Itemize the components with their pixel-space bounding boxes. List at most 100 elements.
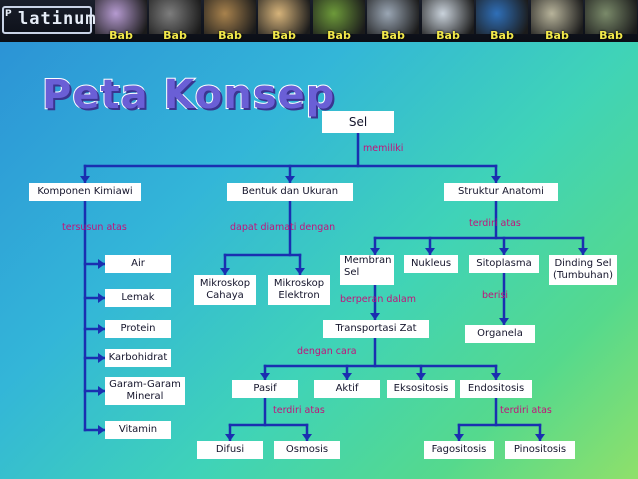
arrowhead <box>578 248 588 255</box>
chapter-thumbnail-image <box>95 0 147 34</box>
logo-side-letter: P <box>5 9 12 19</box>
node-pasif: Pasif <box>232 380 298 398</box>
platinum-logo[interactable]: P latinum <box>2 6 96 34</box>
arrowhead <box>98 293 105 303</box>
chapter-tab-label: Bab <box>381 29 405 42</box>
chapter-thumbnail-image <box>313 0 365 34</box>
node-organela: Organela <box>465 325 535 343</box>
garam-line1: Garam-Garam <box>109 379 181 390</box>
node-lemak: Lemak <box>105 289 171 307</box>
arrowhead <box>499 248 509 255</box>
node-garam-garam-mineral: Garam-Garam Mineral <box>105 377 185 405</box>
chapter-tab-9[interactable]: Bab <box>531 0 583 42</box>
chapter-tab-label: Bab <box>163 29 187 42</box>
arrowhead <box>98 259 105 269</box>
arrowhead <box>295 268 305 275</box>
mikroskop-elektron-line1: Mikroskop <box>273 278 325 289</box>
membran-line1: Membran <box>344 255 392 266</box>
chapter-tab-1[interactable]: Bab <box>95 0 147 42</box>
node-air: Air <box>105 255 171 273</box>
chapter-tab-label: Bab <box>436 29 460 42</box>
chapter-tab-label: Bab <box>272 29 296 42</box>
dinding-line1: Dinding Sel <box>554 258 612 269</box>
node-endositosis: Endositosis <box>460 380 532 398</box>
node-difusi: Difusi <box>197 441 263 459</box>
node-struktur-anatomi: Struktur Anatomi <box>444 183 558 201</box>
chapter-tab-8[interactable]: Bab <box>476 0 528 42</box>
node-membran-sel: Membran Sel <box>340 255 394 285</box>
link-dapat-diamati-dengan: dapat diamati dengan <box>230 222 336 233</box>
chapter-tab-5[interactable]: Bab <box>313 0 365 42</box>
node-protein: Protein <box>105 320 171 338</box>
node-aktif: Aktif <box>314 380 380 398</box>
link-memiliki: memiliki <box>363 143 404 154</box>
page-title: Peta Konsep <box>41 71 336 119</box>
chapter-tab-4[interactable]: Bab <box>258 0 310 42</box>
arrowhead <box>454 434 464 441</box>
logo-frame <box>2 6 92 34</box>
chapter-thumbnail-image <box>531 0 583 34</box>
node-karbohidrat: Karbohidrat <box>105 349 171 367</box>
node-mikroskop-cahaya: Mikroskop Cahaya <box>194 275 256 305</box>
node-sitoplasma: Sitoplasma <box>469 255 539 273</box>
mikroskop-cahaya-line1: Mikroskop <box>199 278 251 289</box>
chapter-thumbnail-image <box>476 0 528 34</box>
arrowhead <box>98 386 105 396</box>
chapter-tab-7[interactable]: Bab <box>422 0 474 42</box>
link-dengan-cara: dengan cara <box>297 346 357 357</box>
arrowhead <box>220 268 230 275</box>
arrowhead <box>416 373 426 380</box>
link-berperan-dalam: berperan dalam <box>340 294 416 305</box>
chapter-tab-label: Bab <box>490 29 514 42</box>
arrowhead <box>491 176 501 183</box>
chapter-tab-10[interactable]: Bab <box>585 0 637 42</box>
link-tersusun-atas: tersusun atas <box>62 222 127 233</box>
node-nukleus: Nukleus <box>404 255 458 273</box>
chapter-thumbnail-image <box>258 0 310 34</box>
node-mikroskop-elektron: Mikroskop Elektron <box>268 275 330 305</box>
arrowhead <box>285 176 295 183</box>
mikroskop-cahaya-line2: Cahaya <box>206 290 244 301</box>
logo-text: latinum <box>18 9 97 29</box>
arrowhead <box>302 434 312 441</box>
chapter-tab-3[interactable]: Bab <box>204 0 256 42</box>
chapter-tab-label: Bab <box>327 29 351 42</box>
node-vitamin: Vitamin <box>105 421 171 439</box>
chapter-thumbnail-image <box>204 0 256 34</box>
node-pinositosis: Pinositosis <box>505 441 575 459</box>
chapter-tab-label: Bab <box>545 29 569 42</box>
node-fagositosis: Fagositosis <box>424 441 494 459</box>
arrowhead <box>98 425 105 435</box>
node-osmosis: Osmosis <box>274 441 340 459</box>
mikroskop-elektron-line2: Elektron <box>278 290 320 301</box>
arrowhead <box>98 353 105 363</box>
dinding-line2: (Tumbuhan) <box>553 270 613 281</box>
chapter-thumbnail-image <box>422 0 474 34</box>
arrowhead <box>260 373 270 380</box>
arrowhead <box>535 434 545 441</box>
arrowhead <box>491 373 501 380</box>
arrowhead <box>80 176 90 183</box>
link-terdiri-atas-endositosis: terdiri atas <box>500 405 552 416</box>
node-eksositosis: Eksositosis <box>387 380 455 398</box>
node-bentuk-dan-ukuran: Bentuk dan Ukuran <box>227 183 353 201</box>
arrowhead <box>342 373 352 380</box>
garam-line2: Mineral <box>126 391 164 402</box>
chapter-tab-6[interactable]: Bab <box>367 0 419 42</box>
node-dinding-sel: Dinding Sel (Tumbuhan) <box>549 255 617 285</box>
node-komponen-kimiawi: Komponen Kimiawi <box>29 183 141 201</box>
link-berisi: berisi <box>482 290 509 301</box>
node-sel: Sel <box>322 111 394 133</box>
chapter-tab-2[interactable]: Bab <box>149 0 201 42</box>
arrowhead <box>370 313 380 320</box>
arrowhead <box>370 248 380 255</box>
chapter-thumbnail-image <box>367 0 419 34</box>
arrowhead <box>98 324 105 334</box>
chapter-thumbnail-image <box>585 0 637 34</box>
membran-line2: Sel <box>344 267 360 278</box>
link-terdiri-atas: terdiri atas <box>469 218 521 229</box>
chapter-tab-label: Bab <box>218 29 242 42</box>
